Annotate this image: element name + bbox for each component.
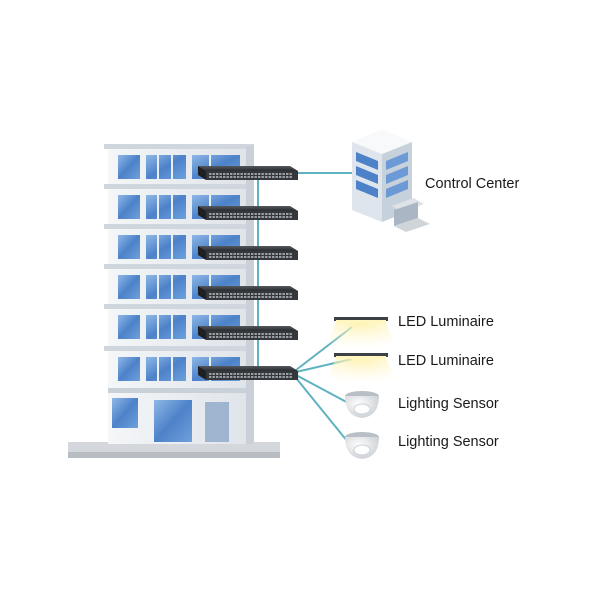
network-switch-icon xyxy=(198,286,298,300)
control-center-building xyxy=(352,130,430,232)
lighting-sensor-1-icon xyxy=(345,391,379,418)
entrance-door xyxy=(154,400,192,442)
label-led-luminaire-2: LED Luminaire xyxy=(398,353,494,369)
building-floor xyxy=(104,346,254,388)
lighting-sensor-2-icon xyxy=(345,432,379,459)
network-switch-icon xyxy=(198,166,298,180)
led-luminaire-2-icon xyxy=(324,353,398,386)
network-switch-icon xyxy=(198,326,298,340)
label-lighting-sensor-1: Lighting Sensor xyxy=(398,396,499,412)
office-building xyxy=(68,144,280,458)
label-lighting-sensor-2: Lighting Sensor xyxy=(398,434,499,450)
network-switch-icon xyxy=(198,246,298,260)
network-switch-icon xyxy=(198,206,298,220)
led-luminaire-1-icon xyxy=(324,317,398,352)
switch-stack xyxy=(198,166,298,380)
label-led-luminaire-1: LED Luminaire xyxy=(398,314,494,330)
label-control-center: Control Center xyxy=(425,176,520,192)
network-switch-icon xyxy=(198,366,298,380)
